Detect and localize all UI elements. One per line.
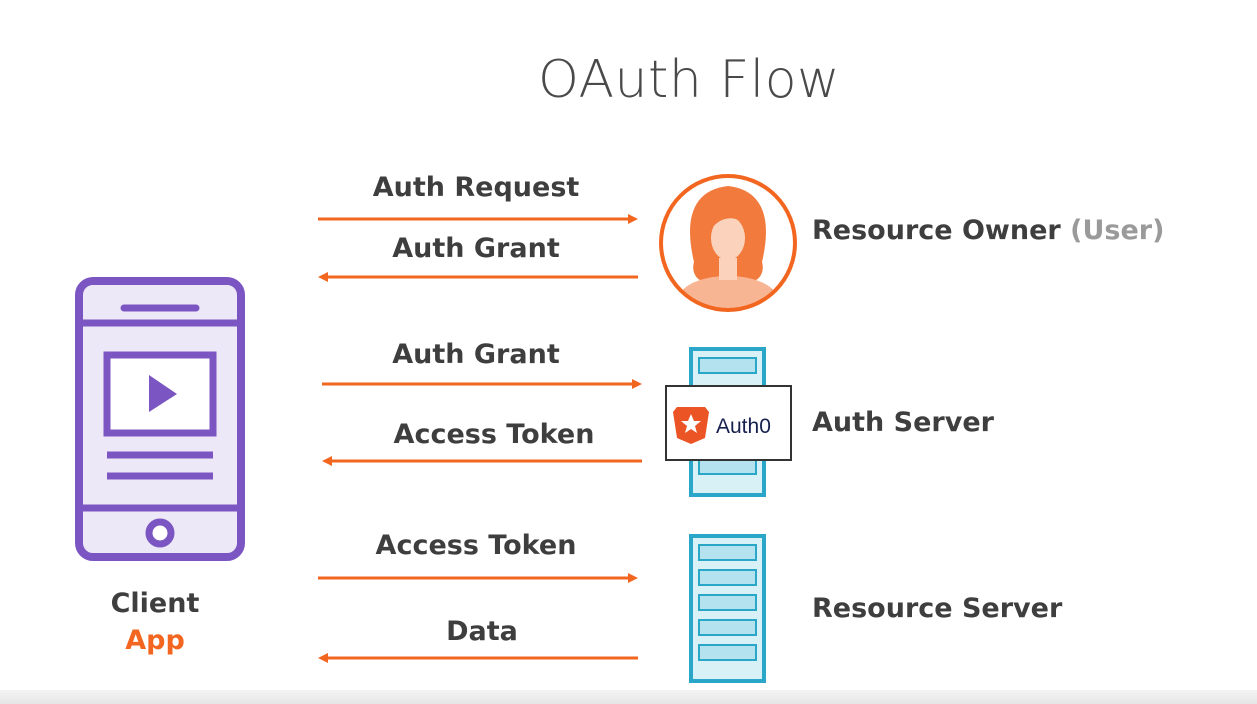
arrow-access-token-return	[322, 456, 642, 466]
page-title: OAuth Flow	[537, 50, 841, 110]
user-avatar-icon	[659, 174, 797, 312]
client-label-line1: Client	[110, 588, 200, 619]
label-auth-grant-return: Auth Grant	[392, 233, 560, 264]
label-auth-request: Auth Request	[372, 172, 580, 203]
resource-owner-label: Resource Owner (User)	[812, 215, 1164, 246]
arrow-auth-request	[318, 214, 638, 224]
label-access-token-send: Access Token	[375, 530, 577, 561]
arrow-auth-grant-send	[322, 379, 642, 389]
resource-server-icon	[689, 534, 766, 683]
client-app-label: Client App	[60, 585, 250, 659]
resource-owner-text: Resource Owner	[812, 215, 1061, 246]
auth0-logo-icon: Auth0	[673, 407, 771, 444]
auth0-logo-text: Auth0	[716, 415, 771, 438]
arrow-auth-grant-return	[318, 272, 638, 282]
label-data-return: Data	[446, 616, 518, 647]
bottom-shade	[0, 690, 1257, 704]
client-label-line2: App	[125, 625, 185, 656]
arrow-data-return	[318, 653, 638, 663]
label-access-token-return: Access Token	[393, 419, 595, 450]
auth-server-icon	[665, 347, 792, 497]
resource-server-label: Resource Server	[812, 593, 1063, 624]
auth-server-label: Auth Server	[812, 407, 994, 438]
resource-owner-suffix: (User)	[1070, 215, 1165, 246]
label-auth-grant-send: Auth Grant	[392, 339, 560, 370]
arrow-access-token-send	[318, 573, 638, 583]
phone-icon	[75, 277, 245, 561]
